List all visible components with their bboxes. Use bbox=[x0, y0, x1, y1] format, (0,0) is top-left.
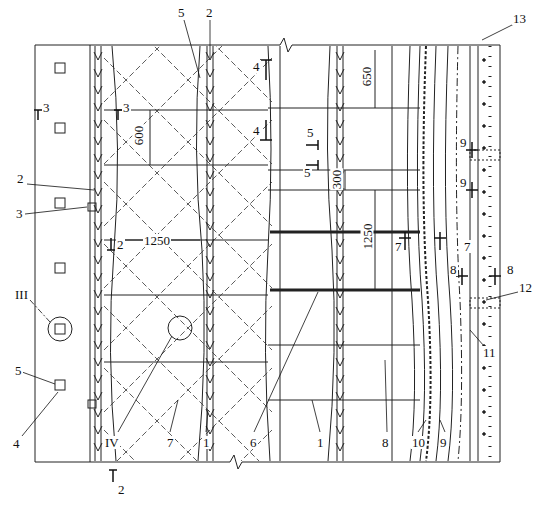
callout-number: 8 bbox=[506, 263, 515, 276]
callout-number: 2 bbox=[16, 172, 25, 185]
callout-number: 7 bbox=[463, 240, 472, 253]
rebar-column bbox=[337, 46, 343, 461]
callout-number: 7 bbox=[394, 240, 403, 253]
anchor-dot bbox=[483, 81, 486, 84]
callout-number: 8 bbox=[449, 263, 458, 276]
callout-number: 5 bbox=[306, 126, 315, 139]
dimension-text: 1250 bbox=[143, 234, 171, 247]
rebar-column bbox=[95, 46, 101, 461]
callout-number: 7 bbox=[166, 436, 175, 449]
anchor-dot bbox=[483, 279, 486, 282]
callout-number: 5 bbox=[14, 364, 23, 377]
rebar-chevrons bbox=[206, 52, 214, 451]
diagonal-reinforcement-grid bbox=[104, 46, 272, 461]
callout-number: 2 bbox=[205, 6, 214, 19]
callout-number: 6 bbox=[249, 436, 258, 449]
callout-number: 1 bbox=[316, 436, 325, 449]
anchor-dot bbox=[483, 213, 486, 216]
callout-number: 12 bbox=[518, 281, 533, 294]
callout-number: III bbox=[14, 288, 29, 301]
callout-number: 3 bbox=[42, 101, 51, 114]
anchor-dot bbox=[483, 235, 486, 238]
callout-number: 1 bbox=[202, 436, 211, 449]
dimension-text: 650 bbox=[361, 66, 374, 88]
anchor-dot bbox=[483, 433, 486, 436]
rebar-chevrons bbox=[336, 52, 344, 451]
anchor-dot bbox=[483, 103, 486, 106]
callout-number: 9 bbox=[459, 176, 468, 189]
callout-number: 9 bbox=[459, 136, 468, 149]
anchor-dot bbox=[483, 257, 486, 260]
dimension-text: 300 bbox=[331, 169, 344, 191]
anchor-dot bbox=[483, 59, 486, 62]
anchor-dot bbox=[483, 367, 486, 370]
callout-number: 2 bbox=[116, 238, 125, 251]
dimension-text: 600 bbox=[133, 125, 146, 147]
callout-number: 9 bbox=[439, 436, 448, 449]
rebar-chevrons bbox=[94, 52, 102, 451]
callout-number: 4 bbox=[252, 124, 261, 137]
callout-number: 8 bbox=[381, 436, 390, 449]
anchor-dot bbox=[483, 323, 486, 326]
callout-number: 4 bbox=[12, 437, 21, 450]
callout-number: 3 bbox=[15, 207, 24, 220]
anchor-dot bbox=[483, 389, 486, 392]
anchor-dot bbox=[483, 191, 486, 194]
callout-number: IV bbox=[104, 436, 120, 449]
anchor-dot bbox=[483, 169, 486, 172]
callout-number: 3 bbox=[122, 101, 131, 114]
callout-number: 5 bbox=[177, 6, 186, 19]
callout-number: 2 bbox=[117, 483, 126, 496]
callout-number: 4 bbox=[252, 60, 261, 73]
callout-number: 11 bbox=[482, 346, 497, 359]
callout-number: 5 bbox=[303, 166, 312, 179]
anchor-dot bbox=[483, 125, 486, 128]
anchor-dot bbox=[483, 301, 486, 304]
callout-number: 10 bbox=[411, 436, 426, 449]
callout-number: 13 bbox=[512, 12, 527, 25]
anchor-dot bbox=[483, 411, 486, 414]
dimension-text: 1250 bbox=[361, 223, 374, 251]
anchor-dot bbox=[483, 147, 486, 150]
rebar-column bbox=[207, 46, 213, 461]
